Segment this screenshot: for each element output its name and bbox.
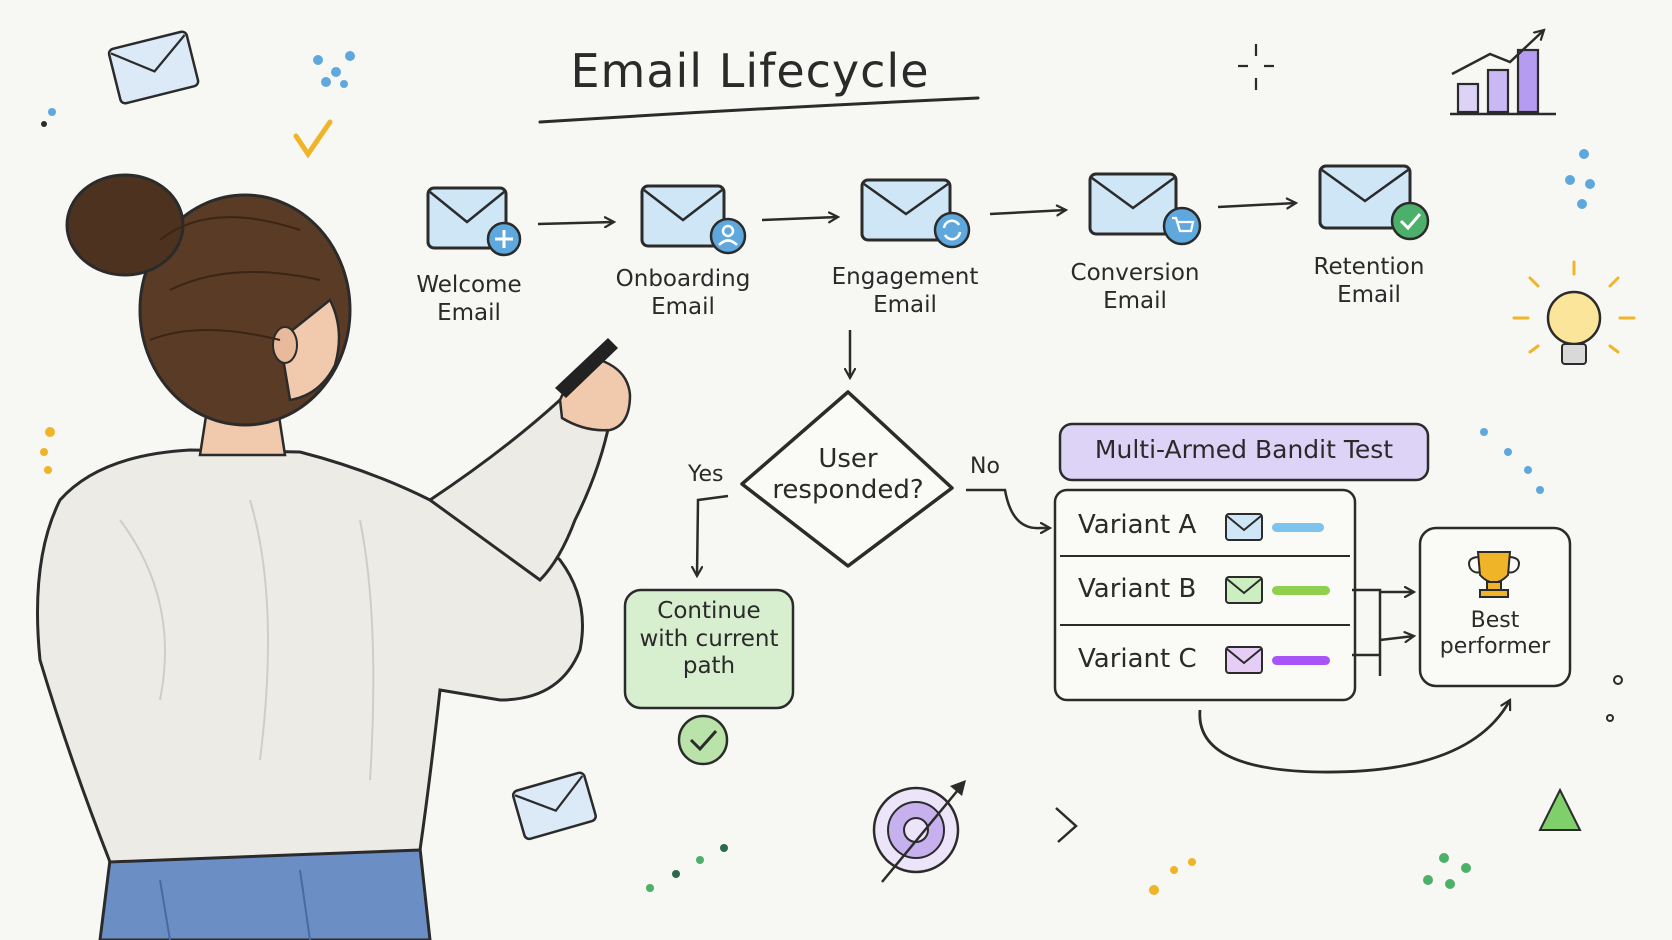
page-title: Email Lifecycle (570, 44, 930, 98)
bandit-title: Multi-Armed Bandit Test (1094, 435, 1394, 464)
step-onboarding-label: Onboarding Email (615, 266, 751, 320)
onboarding-envelope-icon (640, 184, 726, 248)
variant-c-envelope-icon (1225, 646, 1263, 674)
arrow-conversion-retention (1217, 203, 1296, 207)
arrow-onboarding-engagement (761, 217, 838, 220)
yes-label: Yes (688, 462, 724, 487)
variant-bar-b (1272, 586, 1330, 595)
welcome-envelope-icon (426, 186, 508, 250)
variant-bar-c (1272, 656, 1330, 665)
check-badge-icon (1390, 201, 1430, 241)
best-performer-box (1418, 526, 1572, 688)
best-performer-label: Best performer (1439, 608, 1551, 660)
user-badge-icon (709, 217, 747, 255)
sparkle-doodle-icon (1238, 44, 1274, 90)
bar-chart-icon (1450, 30, 1556, 116)
variant-a-label: Variant A (1078, 510, 1197, 540)
continue-path-label: Continue with current path (639, 598, 779, 680)
envelope-doodle-icon (511, 771, 597, 841)
envelope-doodle-icon (107, 30, 200, 105)
continue-check-icon (677, 714, 729, 766)
refresh-badge-icon (933, 211, 971, 249)
plus-badge-icon (486, 221, 522, 257)
variant-a-envelope-icon (1225, 513, 1263, 541)
person-illustration (36, 173, 632, 940)
no-branch-arrow (966, 488, 1050, 528)
arrow-engagement-conversion (989, 210, 1066, 214)
title-underline (538, 96, 980, 124)
arrow-welcome-onboarding (537, 222, 614, 224)
arrow-c-to-best (1379, 636, 1414, 640)
retention-envelope-icon (1318, 164, 1412, 230)
variant-card-stack (1053, 488, 1357, 702)
decision-label: User responded? (772, 444, 924, 506)
decision-diamond (740, 390, 954, 568)
variant-b-envelope-icon (1225, 576, 1263, 604)
triangle-doodle-icon (1538, 787, 1582, 831)
checkmark-doodle-icon (293, 119, 333, 159)
trophy-icon (1468, 551, 1520, 598)
step-conversion-label: Conversion Email (1070, 260, 1200, 314)
step-welcome-label: Welcome Email (416, 272, 522, 326)
lightbulb-icon (1512, 260, 1636, 365)
cart-badge-icon (1162, 206, 1202, 246)
confetti-dots (40, 51, 1623, 895)
variant-performance-bars (1272, 523, 1330, 665)
feedback-loop-arrow (1198, 700, 1512, 774)
variant-b-label: Variant B (1078, 574, 1197, 604)
continue-box (623, 588, 795, 710)
engagement-envelope-icon (860, 178, 952, 242)
variant-c-label: Variant C (1078, 644, 1197, 674)
target-icon (872, 780, 966, 883)
bandit-title-tag (1058, 422, 1430, 482)
no-label: No (970, 454, 1000, 479)
variant-bar-a (1272, 523, 1324, 532)
step-engagement-label: Engagement Email (831, 264, 979, 318)
play-doodle-icon (1055, 807, 1078, 843)
step-retention-label: Retention Email (1313, 254, 1425, 308)
conversion-envelope-icon (1088, 172, 1178, 236)
yes-branch-arrow (697, 494, 729, 576)
